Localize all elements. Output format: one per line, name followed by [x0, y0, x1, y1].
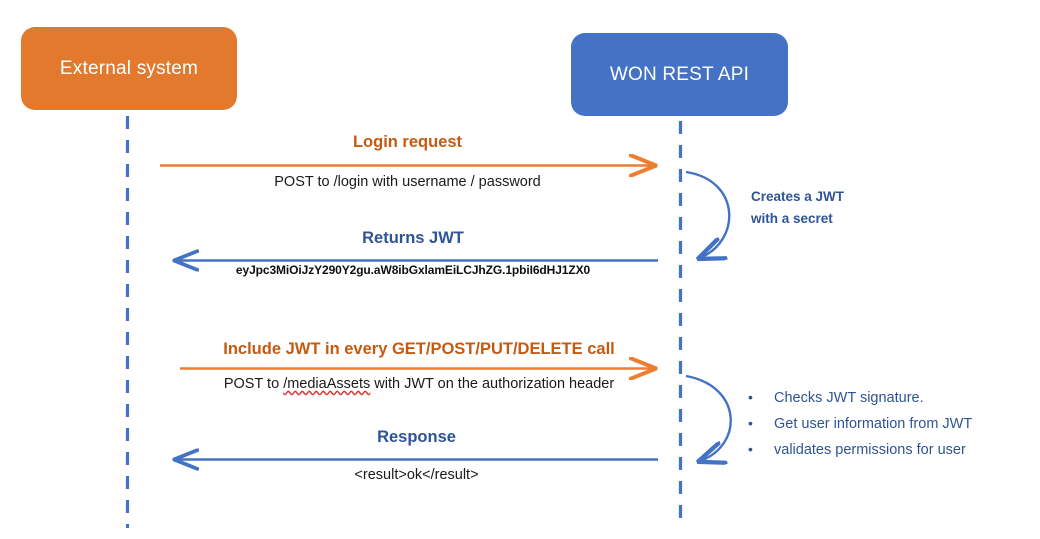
self-call-arc-creates-jwt: [685, 170, 731, 258]
note-creates-jwt-line-2: with a secret: [751, 210, 833, 226]
message-title-login-request: Login request: [352, 133, 463, 151]
list-item: • validates permissions for user: [748, 438, 972, 464]
note-creates-jwt-line-1: Creates a JWT: [751, 189, 845, 204]
actor-box-won-rest-api[interactable]: WON REST API: [571, 33, 788, 116]
subtitle-part-endpoint-misspelled: /mediaAssets: [283, 376, 371, 392]
list-item-label-get-user-info: Get user information from JWT: [774, 415, 973, 432]
list-item: • Checks JWT signature.: [748, 386, 972, 412]
list-item-label-checks-signature: Checks JWT signature.: [774, 390, 924, 406]
message-subtitle-login-request: POST to /login with username / password: [274, 174, 541, 190]
list-item: • Get user information from JWT: [748, 412, 972, 438]
self-call-arc-validates-jwt: [685, 374, 732, 461]
subtitle-part-prefix: POST to: [223, 376, 284, 392]
actor-box-external-system[interactable]: External system: [21, 27, 237, 110]
message-subtitle-returns-jwt-token: eyJpc3MiOiJzY290Y2gu.aW8ibGxlamEiLCJhZG.…: [235, 263, 591, 277]
bullet-icon: •: [748, 414, 753, 431]
bullet-icon: •: [748, 389, 753, 405]
bullet-icon: •: [748, 440, 753, 457]
list-item-label-validates-permissions: validates permissions for user: [774, 441, 966, 458]
message-subtitle-include-jwt: POST to /mediaAssets with JWT on the aut…: [180, 376, 658, 392]
message-subtitle-response: <result>ok</result>: [354, 467, 479, 483]
actor-label-external-system: External system: [59, 57, 199, 79]
message-title-returns-jwt: Returns JWT: [362, 229, 464, 247]
message-title-include-jwt: Include JWT in every GET/POST/PUT/DELETE…: [223, 340, 615, 358]
note-validates-jwt-list: • Checks JWT signature. • Get user infor…: [748, 386, 972, 463]
message-title-response: Response: [377, 428, 456, 446]
actor-label-won-rest-api: WON REST API: [609, 63, 750, 85]
note-creates-jwt: Creates a JWT with a secret: [751, 186, 844, 230]
subtitle-part-suffix: with JWT on the authorization header: [370, 376, 615, 392]
